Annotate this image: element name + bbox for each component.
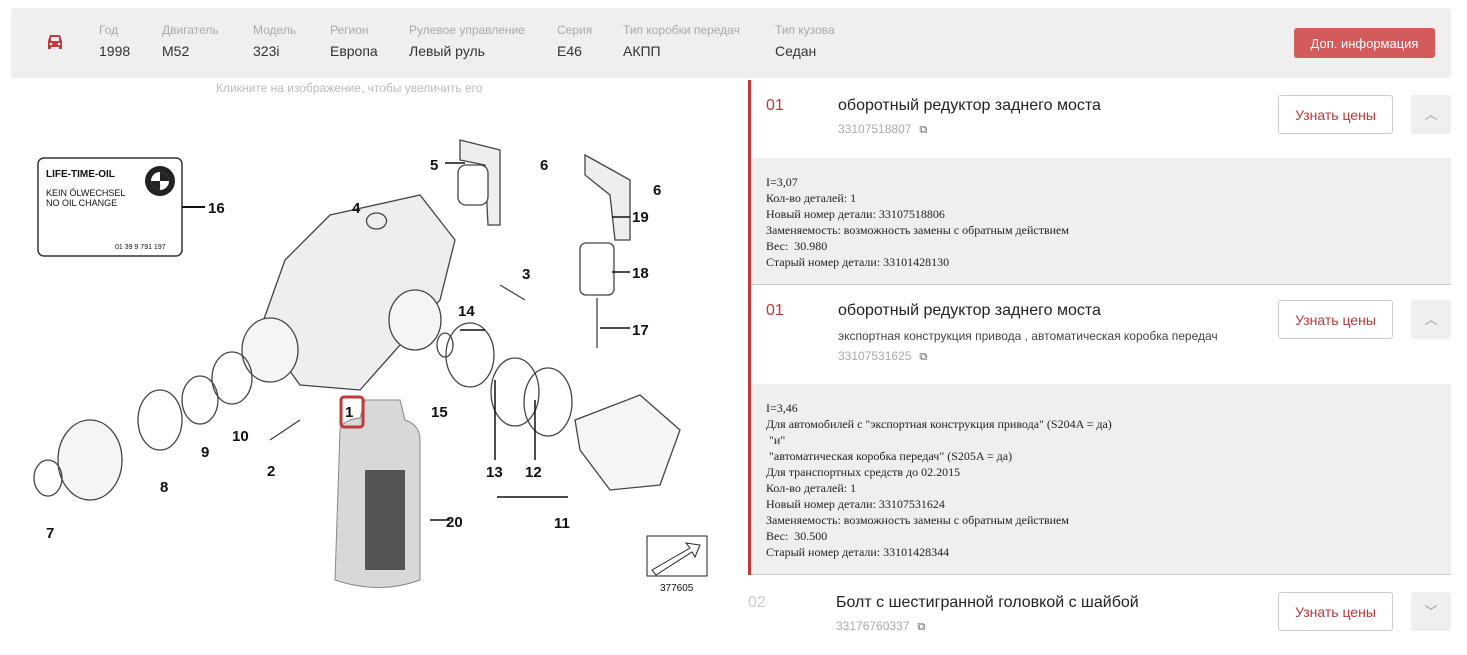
callout-12[interactable]: 12 <box>525 464 542 481</box>
part-details: I=3,07 Кол-во деталей: 1 Новый номер дет… <box>751 158 1451 285</box>
oil-sticker: LIFE-TIME-OIL KEIN ÖLWECHSEL NO OIL CHAN… <box>37 157 205 257</box>
part-item: 02 Болт с шестигранной головкой с шайбой… <box>748 577 1451 655</box>
callout-18[interactable]: 18 <box>632 265 649 282</box>
parts-list: 01 оборотный редуктор заднего моста 3310… <box>748 80 1451 655</box>
field-label: Рулевое управление <box>409 23 525 37</box>
part-item: 01 оборотный редуктор заднего моста 3310… <box>748 80 1451 285</box>
callout-11[interactable]: 11 <box>554 515 570 532</box>
callout-3[interactable]: 3 <box>522 266 530 283</box>
field-label: Двигатель <box>162 23 219 37</box>
callout-lines <box>430 162 630 521</box>
sticker-line2: NO OIL CHANGE <box>46 198 117 208</box>
copy-icon[interactable]: ⧉ <box>917 621 926 633</box>
get-prices-button[interactable]: Узнать цены <box>1278 300 1393 339</box>
sticker-line1: KEIN ÖLWECHSEL <box>46 188 125 198</box>
field-value: АКПП <box>623 43 661 59</box>
callout-8[interactable]: 8 <box>160 479 168 496</box>
copy-icon[interactable]: ⧉ <box>919 124 928 136</box>
expand-chevron-down-icon[interactable]: ﹀ <box>1411 592 1451 631</box>
field-year: Год 1998 <box>99 23 130 61</box>
callout-20[interactable]: 20 <box>446 514 463 531</box>
get-prices-button[interactable]: Узнать цены <box>1278 95 1393 134</box>
part-number-text: 33107531625 <box>838 349 912 363</box>
sticker-code: 01 39 9 791 197 <box>115 244 166 251</box>
parts-diagram[interactable]: LIFE-TIME-OIL KEIN ÖLWECHSEL NO OIL CHAN… <box>20 100 740 600</box>
copy-icon[interactable]: ⧉ <box>919 351 928 363</box>
sticker-title: LIFE-TIME-OIL <box>46 169 115 180</box>
callout-5[interactable]: 5 <box>430 157 438 174</box>
field-label: Год <box>99 23 119 37</box>
part-number: 33107518807 ⧉ <box>838 122 927 137</box>
field-value: M52 <box>162 43 190 59</box>
callout-9[interactable]: 9 <box>201 444 209 461</box>
field-value: Левый руль <box>409 43 485 59</box>
zoom-hint: Кликните на изображение, чтобы увеличить… <box>216 81 483 95</box>
part-title[interactable]: Болт с шестигранной головкой с шайбой <box>836 594 1139 611</box>
field-value: 1998 <box>99 43 131 59</box>
callout-13[interactable]: 13 <box>486 464 503 481</box>
callout-14[interactable]: 14 <box>458 303 475 320</box>
field-value: Европа <box>330 43 378 59</box>
callout-19[interactable]: 19 <box>632 209 649 226</box>
callout-1[interactable]: 1 <box>345 404 353 421</box>
callout-7[interactable]: 7 <box>46 525 54 542</box>
field-model: Модель 323i <box>253 23 296 61</box>
callout-10[interactable]: 10 <box>232 428 249 445</box>
car-icon <box>48 35 62 49</box>
part-details: I=3,46 Для автомобилей с "экспортная кон… <box>751 384 1451 575</box>
direction-arrow-icon <box>646 535 708 577</box>
callout-16[interactable]: 16 <box>208 200 225 217</box>
get-prices-button[interactable]: Узнать цены <box>1278 592 1393 631</box>
part-subtitle: экспортная конструкция привода , автомат… <box>838 329 1218 343</box>
part-number: 33176760337 ⧉ <box>836 619 925 634</box>
field-label: Модель <box>253 23 297 37</box>
field-label: Регион <box>330 23 369 37</box>
part-title[interactable]: оборотный редуктор заднего моста <box>838 97 1101 114</box>
oil-bottle <box>334 395 421 588</box>
part-number-text: 33176760337 <box>836 619 910 633</box>
field-value: E46 <box>557 43 582 59</box>
part-position: 01 <box>766 302 784 319</box>
part-number: 33107531625 ⧉ <box>838 349 927 364</box>
field-value: 323i <box>253 43 280 59</box>
callout-4[interactable]: 4 <box>352 200 361 217</box>
collapse-chevron-up-icon[interactable]: ︿ <box>1411 300 1451 339</box>
field-value: Седан <box>775 43 817 59</box>
more-info-button[interactable]: Доп. информация <box>1294 28 1435 58</box>
part-title[interactable]: оборотный редуктор заднего моста <box>838 302 1101 319</box>
part-number-text: 33107518807 <box>838 122 912 136</box>
callout-15[interactable]: 15 <box>431 404 448 421</box>
field-label: Тип кузова <box>775 23 835 37</box>
field-label: Тип коробки передач <box>623 23 740 37</box>
callout-6b[interactable]: 6 <box>653 182 661 199</box>
differential-drawing <box>33 139 681 501</box>
part-item: 01 оборотный редуктор заднего моста эксп… <box>748 285 1451 575</box>
part-position: 01 <box>766 97 784 114</box>
callout-2[interactable]: 2 <box>267 463 275 480</box>
callout-17[interactable]: 17 <box>632 322 649 339</box>
diagram-id: 377605 <box>660 583 694 594</box>
collapse-chevron-up-icon[interactable]: ︿ <box>1411 95 1451 134</box>
part-position: 02 <box>748 594 766 611</box>
callout-6[interactable]: 6 <box>540 157 548 174</box>
field-label: Серия <box>557 23 593 37</box>
